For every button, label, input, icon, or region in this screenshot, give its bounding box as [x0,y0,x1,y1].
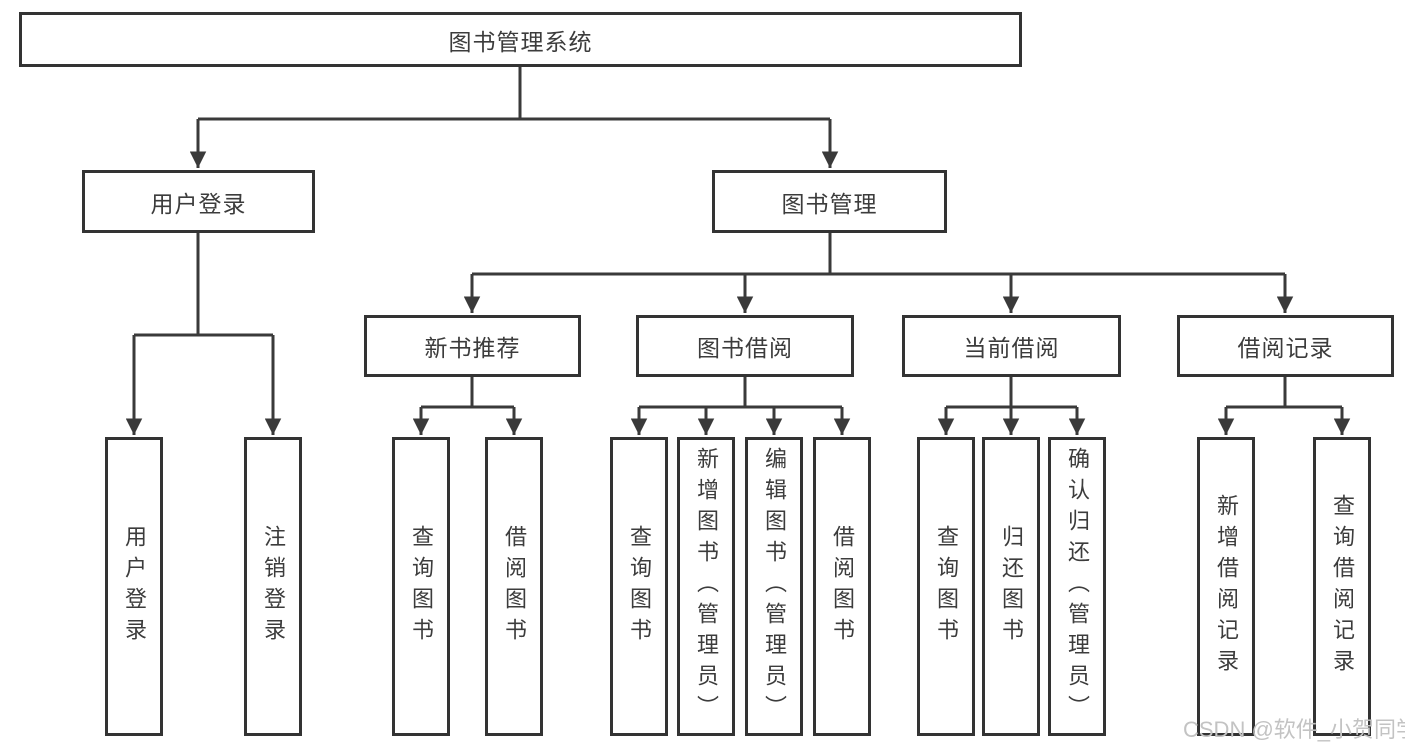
node-new-book-recommendation: 新书推荐 [364,315,581,377]
node-label: 新书推荐 [424,335,521,361]
node-label: 当前借阅 [963,335,1060,361]
leaf-label: 确认归还（管理员） [1065,447,1090,726]
leaf-return-books: 归还图书 [982,437,1040,736]
node-label: 图书管理系统 [448,28,593,55]
leaf-user-login: 用户登录 [105,437,163,736]
leaf-add-books-admin: 新增图书（管理员） [677,437,735,736]
node-label: 借阅记录 [1237,335,1334,361]
node-label: 图书借阅 [697,335,793,361]
leaf-label: 新增图书（管理员） [694,447,719,726]
node-book-management: 图书管理 [712,170,947,233]
connector-trunks [134,67,1342,409]
leaf-label: 查询图书 [409,524,434,649]
leaf-confirm-return-admin: 确认归还（管理员） [1048,437,1106,736]
leaf-query-books-borrowing: 查询图书 [610,437,668,736]
node-label: 用户登录 [150,190,247,217]
leaf-label: 用户登录 [122,524,147,649]
leaf-query-books-recommend: 查询图书 [392,437,450,736]
leaf-label: 查询图书 [627,524,652,649]
leaf-add-borrow-record: 新增借阅记录 [1197,437,1255,736]
node-library-system: 图书管理系统 [19,12,1022,67]
connector-arrows [125,119,1351,435]
leaf-label: 注销登录 [261,524,286,649]
leaf-label: 查询图书 [934,524,959,649]
leaf-logout: 注销登录 [244,437,302,736]
leaf-query-books-current: 查询图书 [917,437,975,736]
leaf-label: 借阅图书 [502,524,527,649]
leaf-label: 编辑图书（管理员） [762,447,787,726]
leaf-label: 新增借阅记录 [1214,493,1239,680]
node-label: 图书管理 [781,190,878,217]
leaf-query-borrow-record: 查询借阅记录 [1313,437,1371,736]
leaf-edit-books-admin: 编辑图书（管理员） [745,437,803,736]
leaf-label: 查询借阅记录 [1330,493,1355,680]
node-user-login: 用户登录 [82,170,315,233]
leaf-borrow-books-recommend: 借阅图书 [485,437,543,736]
leaf-label: 借阅图书 [830,524,855,649]
leaf-label: 归还图书 [999,524,1024,649]
leaf-borrow-books-borrowing: 借阅图书 [813,437,871,736]
node-borrowing-records: 借阅记录 [1177,315,1394,377]
node-current-borrowing: 当前借阅 [902,315,1121,377]
node-book-borrowing: 图书借阅 [636,315,854,377]
